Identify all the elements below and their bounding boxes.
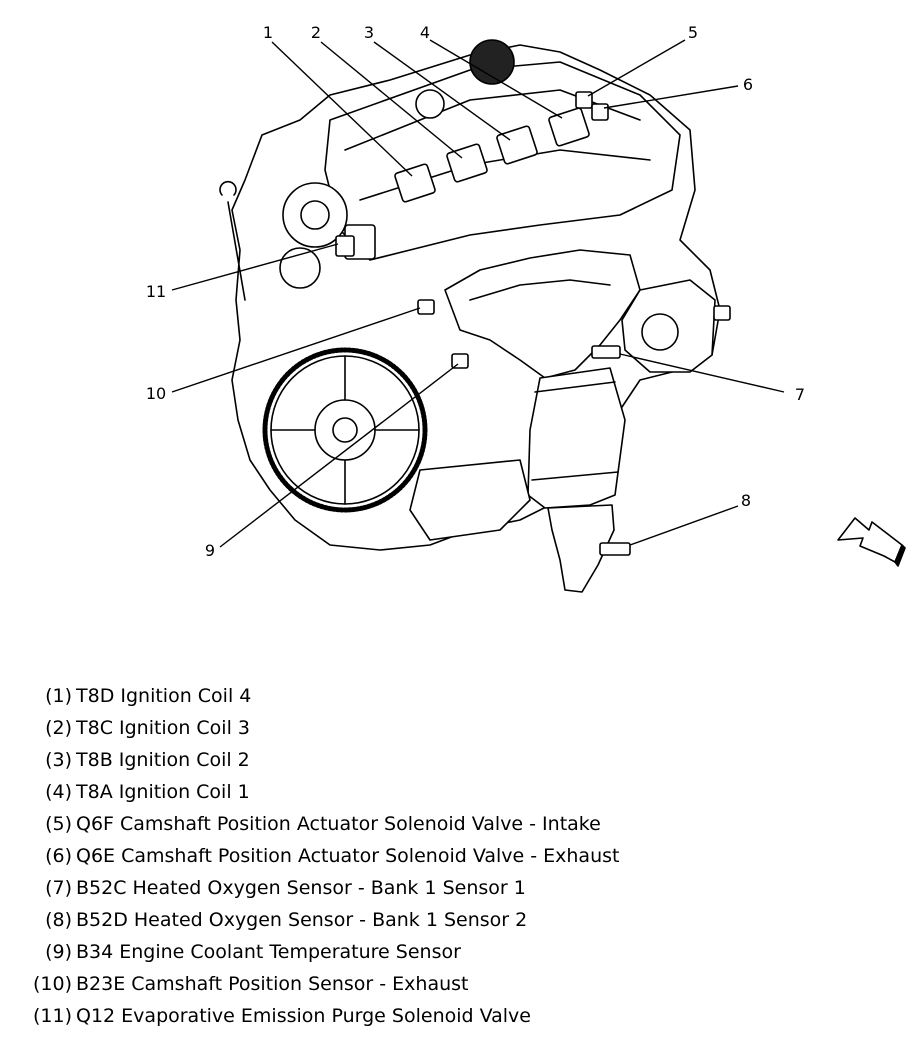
purge-solenoid [335, 235, 355, 257]
cmp-sensor-exhaust [417, 299, 435, 315]
callout-leaders [171, 39, 785, 548]
cmp-actuator-exhaust [591, 103, 609, 121]
legend-item: (10)B23E Camshaft Position Sensor - Exha… [24, 970, 904, 1002]
legend-text: B52D Heated Oxygen Sensor - Bank 1 Senso… [76, 909, 528, 931]
legend-number: (11) [32, 1005, 72, 1027]
callout-8: 8 [741, 491, 751, 510]
leader-11 [171, 243, 339, 291]
legend-number: (3) [45, 749, 72, 771]
leader-6 [603, 85, 739, 109]
callout-4: 4 [420, 23, 430, 42]
legend-item: (11)Q12 Evaporative Emission Purge Solen… [24, 1002, 904, 1034]
engine-illustration [219, 39, 731, 593]
legend-text: T8D Ignition Coil 4 [76, 685, 252, 707]
leader-5 [587, 39, 686, 97]
leader-2 [320, 41, 463, 159]
callout-11: 11 [146, 282, 166, 301]
legend-number: (8) [45, 909, 72, 931]
legend-item: (1)T8D Ignition Coil 4 [24, 682, 904, 714]
legend-number: (1) [45, 685, 72, 707]
callout-numbers: 1 2 3 4 5 6 7 8 9 10 11 [146, 23, 805, 560]
legend-item: (4)T8A Ignition Coil 1 [24, 778, 904, 810]
legend-number: (5) [45, 813, 72, 835]
leader-8 [629, 505, 739, 546]
callout-6: 6 [743, 75, 753, 94]
oil-pan [409, 459, 531, 541]
legend-item: (8)B52D Heated Oxygen Sensor - Bank 1 Se… [24, 906, 904, 938]
legend-item: (2)T8C Ignition Coil 3 [24, 714, 904, 746]
leader-7 [619, 353, 785, 393]
legend-text: B34 Engine Coolant Temperature Sensor [76, 941, 461, 963]
callout-10: 10 [146, 384, 166, 403]
legend-number: (9) [45, 941, 72, 963]
component-legend: (1)T8D Ignition Coil 4 (2)T8C Ignition C… [24, 682, 904, 1034]
flywheel [262, 347, 428, 513]
legend-item: (3)T8B Ignition Coil 2 [24, 746, 904, 778]
cam-pulley [469, 39, 515, 85]
engine-diagram: 1 2 3 4 5 6 7 8 9 10 11 [146, 23, 906, 593]
legend-text: B23E Camshaft Position Sensor - Exhaust [76, 973, 469, 995]
legend-number: (7) [45, 877, 72, 899]
callout-7: 7 [795, 385, 805, 404]
legend-text: Q12 Evaporative Emission Purge Solenoid … [76, 1005, 531, 1027]
callout-1: 1 [263, 23, 273, 42]
legend-text: T8C Ignition Coil 3 [76, 717, 250, 739]
legend-item: (7)B52C Heated Oxygen Sensor - Bank 1 Se… [24, 874, 904, 906]
leader-4 [429, 39, 563, 119]
catalytic-converter [527, 367, 626, 509]
legend-text: T8A Ignition Coil 1 [76, 781, 250, 803]
legend-text: Q6F Camshaft Position Actuator Solenoid … [76, 813, 601, 835]
view-direction-arrow-icon [837, 517, 906, 567]
legend-item: (5)Q6F Camshaft Position Actuator Soleno… [24, 810, 904, 842]
legend-number: (2) [45, 717, 72, 739]
legend-item: (6)Q6E Camshaft Position Actuator Soleno… [24, 842, 904, 874]
exhaust-downpipe [547, 504, 615, 593]
ignition-coils [394, 107, 590, 203]
legend-number: (6) [45, 845, 72, 867]
callout-5: 5 [688, 23, 698, 42]
legend-text: T8B Ignition Coil 2 [76, 749, 250, 771]
legend-number: (10) [32, 973, 72, 995]
callout-2: 2 [311, 23, 321, 42]
downstream-o2-sensor [599, 542, 631, 556]
ect-sensor [451, 353, 469, 369]
legend-number: (4) [45, 781, 72, 803]
leader-9 [219, 363, 459, 548]
callout-3: 3 [364, 23, 374, 42]
upstream-o2-sensor [591, 345, 621, 359]
callout-9: 9 [205, 541, 215, 560]
legend-text: B52C Heated Oxygen Sensor - Bank 1 Senso… [76, 877, 526, 899]
legend-item: (9)B34 Engine Coolant Temperature Sensor [24, 938, 904, 970]
leader-1 [271, 41, 413, 177]
legend-text: Q6E Camshaft Position Actuator Solenoid … [76, 845, 620, 867]
leader-10 [171, 307, 421, 393]
dipstick [219, 180, 246, 301]
leader-3 [373, 41, 511, 141]
